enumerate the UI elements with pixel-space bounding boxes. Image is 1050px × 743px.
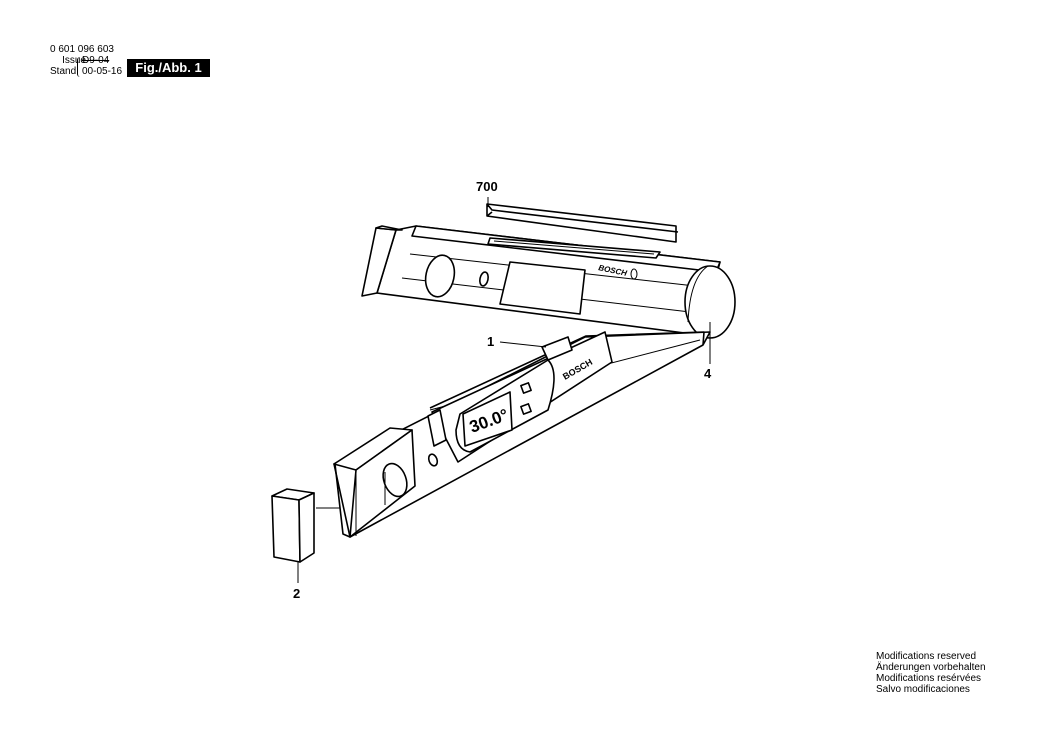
issue-value: D9-04 xyxy=(82,55,110,66)
upper-arm xyxy=(361,225,736,339)
lower-arm xyxy=(333,331,711,538)
note-es: Salvo modificaciones xyxy=(876,684,970,695)
note-en: Modifications reserved xyxy=(876,651,977,662)
issue-stand-bracket xyxy=(77,57,81,77)
stand-value: 00-05-16 xyxy=(82,66,123,77)
note-fr: Modifications resérvées xyxy=(876,673,982,684)
part-number: 0 601 096 603 xyxy=(50,44,114,55)
note-de: Änderungen vorbehalten xyxy=(876,662,986,673)
callout-700: 700 xyxy=(476,179,498,194)
square-endcap-part-2 xyxy=(271,488,315,563)
callout-2: 2 xyxy=(293,586,301,601)
callout-4: 4 xyxy=(704,366,712,381)
stand-label: Stand xyxy=(50,66,77,77)
cover-strip-part-700 xyxy=(486,203,679,243)
callout-1: 1 xyxy=(487,334,495,349)
figure-label: Fig./Abb. 1 xyxy=(127,59,210,77)
issue-label: Issue xyxy=(62,55,86,66)
leader-1 xyxy=(499,341,547,348)
